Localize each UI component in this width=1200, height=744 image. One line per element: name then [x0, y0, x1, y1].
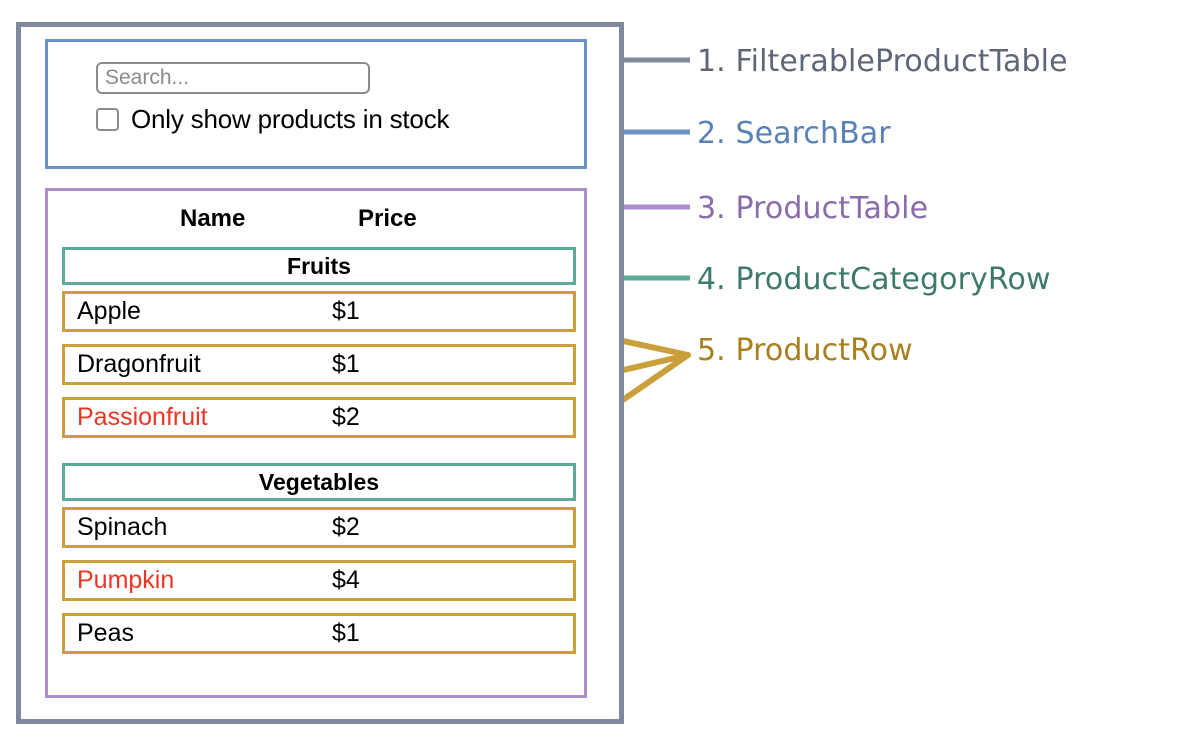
- legend-label-product-row: 5. ProductRow: [697, 333, 913, 368]
- product-category-row: Fruits: [62, 247, 576, 285]
- product-row: Dragonfruit $1: [62, 344, 576, 385]
- product-category-row: Vegetables: [62, 463, 576, 501]
- product-name: Passionfruit: [77, 403, 208, 431]
- product-name: Apple: [77, 297, 141, 325]
- search-input[interactable]: [96, 62, 370, 94]
- product-price: $1: [332, 297, 360, 325]
- column-header-name: Name: [180, 205, 246, 232]
- product-row: Pumpkin $4: [62, 560, 576, 601]
- product-row: Peas $1: [62, 613, 576, 654]
- product-name: Dragonfruit: [77, 350, 201, 378]
- product-row: Spinach $2: [62, 507, 576, 548]
- product-name: Pumpkin: [77, 566, 175, 594]
- in-stock-checkbox-label: Only show products in stock: [131, 104, 450, 134]
- product-category-label: Vegetables: [258, 469, 380, 495]
- legend-label-filterable-product-table: 1. FilterableProductTable: [697, 44, 1068, 79]
- legend-label-search-bar: 2. SearchBar: [697, 116, 891, 151]
- legend-label-product-category-row: 4. ProductCategoryRow: [697, 262, 1051, 297]
- product-name: Spinach: [77, 513, 168, 541]
- product-price: $1: [332, 619, 360, 647]
- product-table: Name Price Fruits Apple $1 Dragonfruit $…: [45, 188, 587, 698]
- in-stock-checkbox[interactable]: [96, 108, 119, 131]
- product-table-header: Name Price: [48, 199, 584, 239]
- product-category-label: Fruits: [287, 253, 351, 279]
- in-stock-filter[interactable]: Only show products in stock: [96, 104, 449, 135]
- filterable-product-table: Only show products in stock Name Price F…: [16, 22, 624, 724]
- product-row: Apple $1: [62, 291, 576, 332]
- legend-label-product-table: 3. ProductTable: [697, 191, 929, 226]
- product-price: $2: [332, 403, 360, 431]
- product-row: Passionfruit $2: [62, 397, 576, 438]
- product-price: $1: [332, 350, 360, 378]
- product-name: Peas: [77, 619, 134, 647]
- product-price: $4: [332, 566, 360, 594]
- column-header-price: Price: [358, 205, 417, 232]
- search-bar: Only show products in stock: [45, 39, 587, 169]
- product-price: $2: [332, 513, 360, 541]
